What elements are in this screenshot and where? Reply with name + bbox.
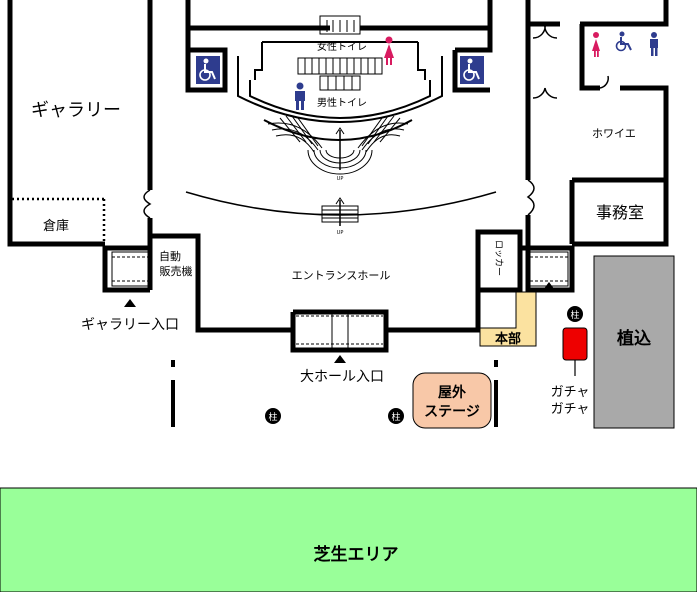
bleachers — [297, 57, 383, 91]
office-label: 事務室 — [596, 203, 644, 222]
outdoor-stage — [412, 372, 492, 429]
wheelchair-icon — [460, 56, 484, 84]
pillar-marker: 柱 — [265, 408, 281, 424]
svg-text:柱: 柱 — [268, 411, 277, 423]
doors — [111, 15, 569, 350]
man-icon — [295, 82, 305, 110]
hall-structure — [185, 41, 497, 216]
lawn-area — [0, 487, 697, 592]
planting-area — [593, 255, 675, 429]
svg-text:柱: 柱 — [570, 309, 579, 321]
outdoor-stage-label-2: ステージ — [424, 404, 480, 420]
lawn-label: 芝生エリア — [314, 544, 399, 565]
gallery-entrance-label: ギャラリー入口 — [81, 317, 179, 333]
gacha-label-1: ガチャ — [551, 385, 590, 400]
headquarters-area — [479, 291, 537, 347]
vending-label-2: 販売機 — [160, 264, 193, 278]
gacha-machine — [562, 327, 588, 361]
headquarters-label: 本部 — [495, 331, 521, 347]
main-hall-entrance-label: 大ホール入口 — [300, 369, 384, 385]
man-icon — [650, 32, 658, 56]
entrance-arrows — [124, 282, 555, 363]
gallery-label: ギャラリー — [31, 100, 121, 121]
door-swings — [143, 23, 609, 219]
pillar-marker: 柱 — [388, 408, 404, 424]
fence-posts — [171, 360, 498, 427]
outdoor-stage-label-1: 屋外 — [438, 384, 466, 401]
walls — [7, 0, 669, 353]
wheelchair-icon — [196, 56, 220, 84]
planting-label: 植込 — [617, 328, 651, 349]
vending-label-1: 自動 — [159, 249, 181, 263]
foyer-label: ホワイエ — [592, 127, 636, 140]
up-marker-upper: UP — [337, 176, 344, 182]
woman-icon — [592, 32, 600, 57]
center-stairs — [321, 197, 359, 226]
gacha-label-2: ガチャ — [551, 402, 590, 417]
curved-stairs — [267, 122, 409, 175]
storage-label: 倉庫 — [43, 219, 69, 234]
svg-text:柱: 柱 — [391, 411, 400, 423]
woman-icon — [384, 36, 394, 65]
womens-toilet-label: 女性トイレ — [317, 40, 367, 53]
stair-hatch — [279, 115, 401, 147]
entrance-hall-label: エントランスホール — [292, 269, 391, 282]
locker-label: ロッカー — [493, 240, 504, 276]
wheelchair-icon — [615, 31, 632, 52]
up-marker-lower: UP — [337, 230, 344, 236]
pillar-marker: 柱 — [567, 306, 583, 322]
mens-toilet-label: 男性トイレ — [317, 96, 367, 109]
